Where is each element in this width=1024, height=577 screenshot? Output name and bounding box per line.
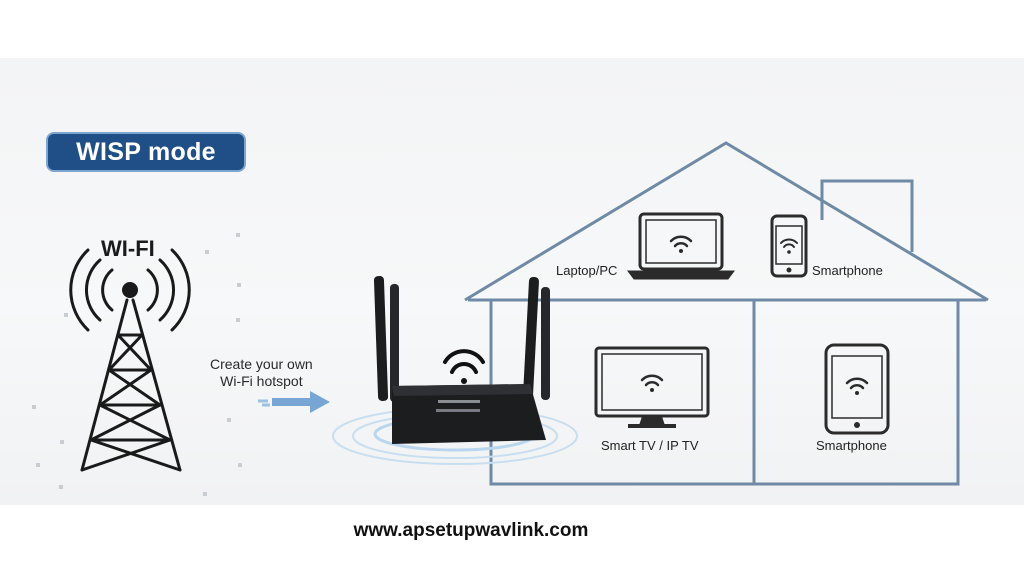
hotspot-line-2: Wi-Fi hotspot: [220, 373, 303, 389]
decorative-dots: [32, 233, 242, 496]
tv-icon: [594, 346, 710, 428]
smartphone-icon: [770, 214, 808, 278]
router-icon: [373, 276, 550, 444]
smartphone-icon: [824, 343, 890, 435]
arrow-right-icon: [258, 391, 330, 413]
laptop-icon: [627, 212, 735, 280]
smartphone-top-label: Smartphone: [812, 263, 883, 278]
laptop-label: Laptop/PC: [556, 263, 618, 278]
wifi-signal-icon: [443, 349, 485, 384]
tower-label: WI-FI: [101, 236, 155, 261]
wisp-mode-badge: WISP mode: [46, 132, 246, 172]
footer-url: www.apsetupwavlink.com: [353, 520, 589, 541]
hotspot-caption: Create your own Wi-Fi hotspot: [210, 356, 313, 390]
tower-icon: [69, 248, 191, 472]
tv-label: Smart TV / IP TV: [601, 438, 699, 453]
smartphone-bottom-label: Smartphone: [816, 438, 887, 453]
hotspot-line-1: Create your own: [210, 356, 313, 372]
